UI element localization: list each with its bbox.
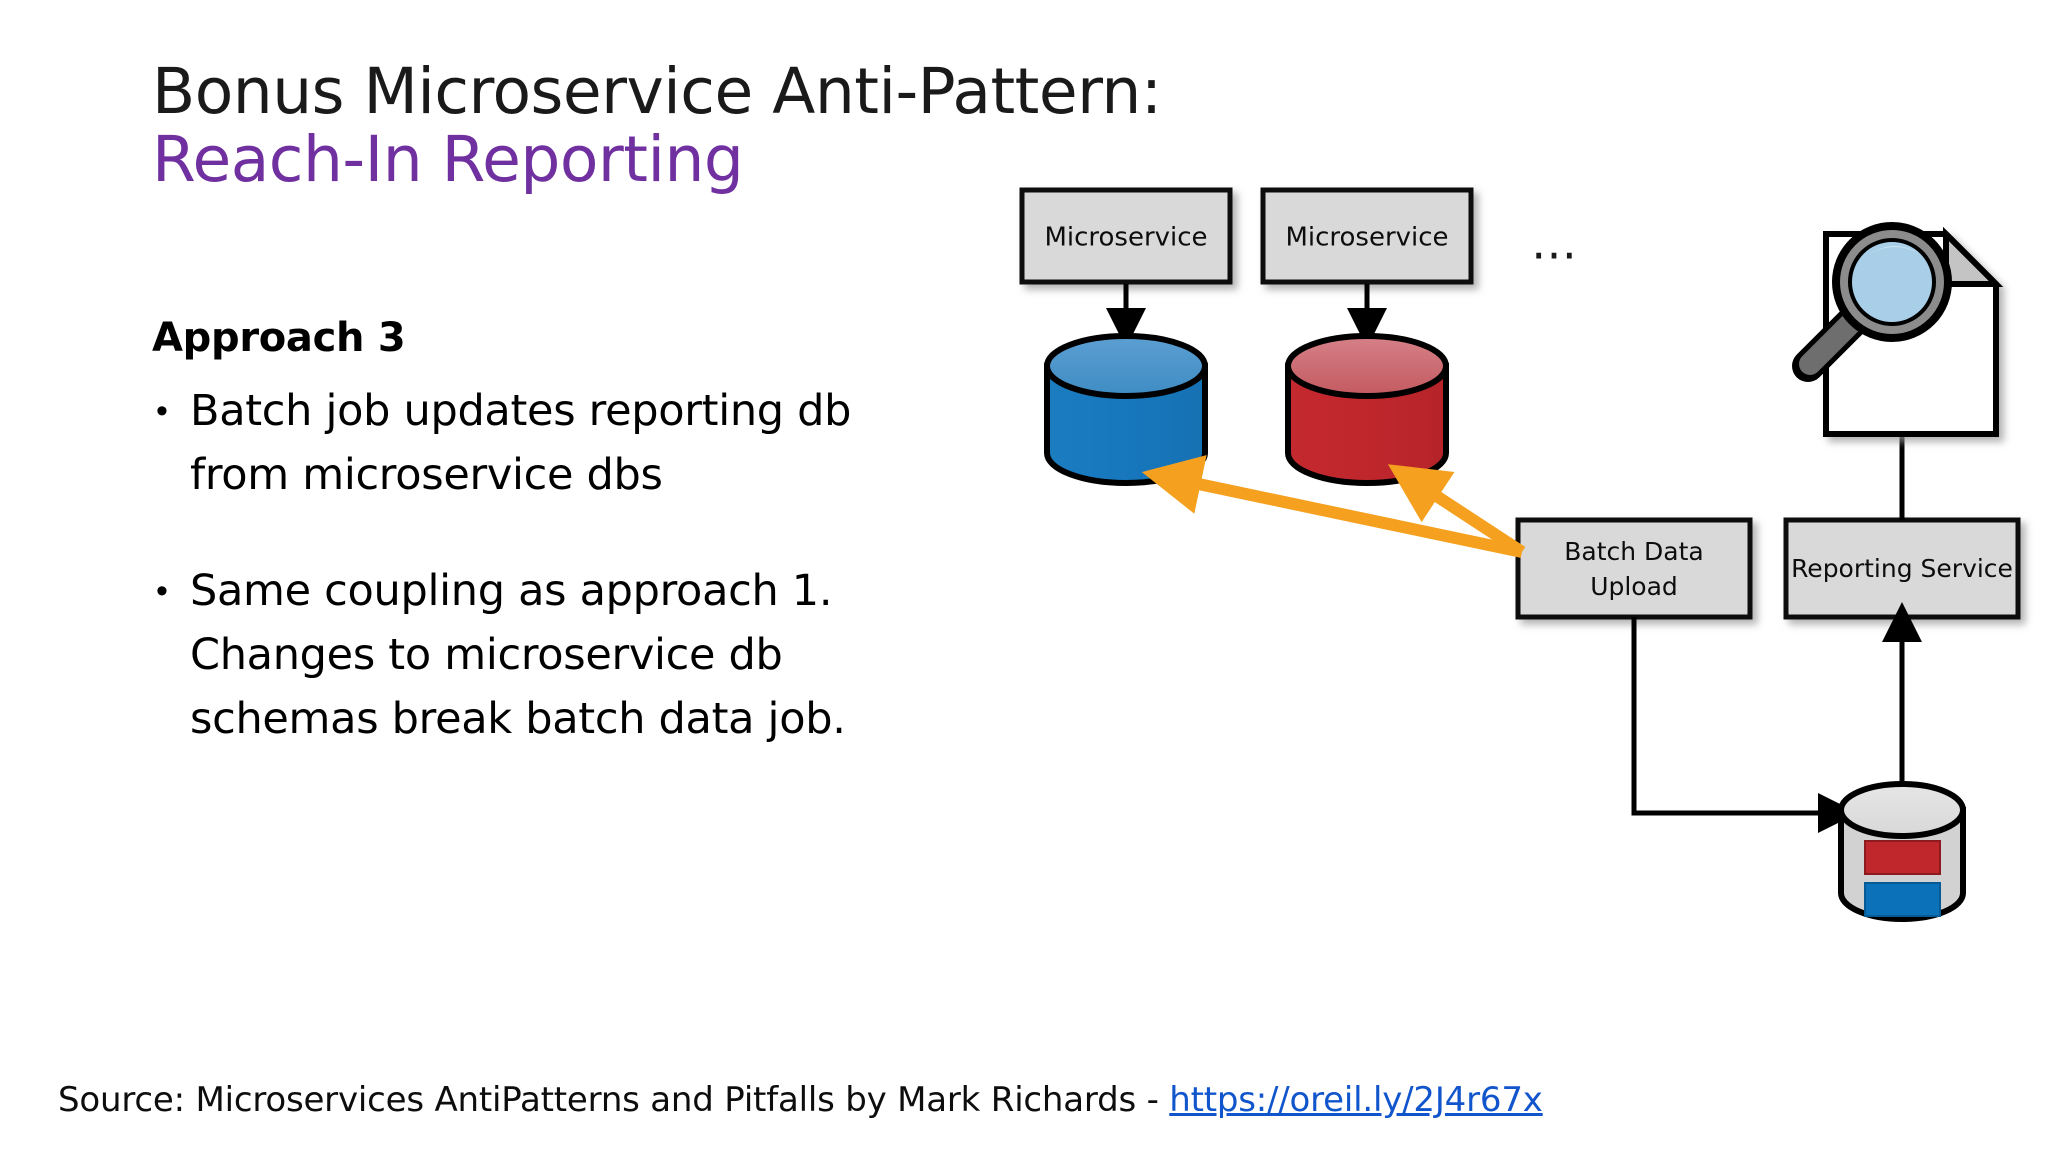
bullet-icon: • bbox=[156, 392, 168, 430]
reporting-database[interactable] bbox=[1838, 781, 1966, 922]
microservice-box-1-label: Microservice bbox=[1044, 223, 1207, 253]
batch-data-upload-box[interactable]: Batch Data Upload bbox=[1515, 517, 1753, 620]
microservice-box-1[interactable]: Microservice bbox=[1019, 187, 1233, 285]
arrow-batch-to-blue-db bbox=[1141, 455, 1524, 558]
list-item: • Same coupling as approach 1. Changes t… bbox=[152, 559, 952, 751]
arrow-batch-to-reporting-db bbox=[1631, 617, 1858, 833]
arrow-batch-to-red-db bbox=[1387, 464, 1526, 558]
report-bar-red bbox=[1864, 840, 1941, 875]
report-document-icon[interactable] bbox=[1792, 222, 2004, 437]
source-prefix-text: Source: Microservices AntiPatterns and P… bbox=[58, 1080, 1170, 1120]
batch-box-line1-label: Batch Data bbox=[1564, 537, 1704, 566]
page-title: Bonus Microservice Anti-Pattern: bbox=[152, 55, 1162, 128]
source-link[interactable]: https://oreil.ly/2J4r67x bbox=[1169, 1080, 1543, 1120]
ellipsis-label: … bbox=[1531, 216, 1581, 270]
document-fold-corner-icon bbox=[1943, 226, 2004, 287]
approach-heading: Approach 3 bbox=[152, 315, 406, 361]
bullet-text: Same coupling as approach 1. Changes to … bbox=[190, 566, 846, 744]
architecture-diagram: Microservice Microservice … Batch Data U… bbox=[1000, 180, 2048, 1010]
microservice-box-2-label: Microservice bbox=[1285, 223, 1448, 253]
magnifier-lens-icon bbox=[1848, 238, 1936, 326]
list-item: • Batch job updates reporting db from mi… bbox=[152, 379, 952, 507]
batch-box-line2-label: Upload bbox=[1590, 572, 1678, 601]
reporting-service-label: Reporting Service bbox=[1791, 554, 2013, 583]
microservice-box-2[interactable]: Microservice bbox=[1260, 187, 1474, 285]
report-bar-blue bbox=[1864, 882, 1941, 917]
page-subtitle: Reach-In Reporting bbox=[152, 123, 744, 197]
slide-title-block: Bonus Microservice Anti-Pattern: Reach-I… bbox=[152, 55, 1202, 197]
bullet-text: Batch job updates reporting db from micr… bbox=[190, 386, 852, 500]
bullet-icon: • bbox=[156, 572, 168, 610]
source-footer: Source: Microservices AntiPatterns and P… bbox=[58, 1080, 1543, 1120]
reporting-service-box[interactable]: Reporting Service bbox=[1783, 517, 2021, 620]
slide-body: Approach 3 • Batch job updates reporting… bbox=[152, 315, 952, 751]
microservice-database-red[interactable] bbox=[1285, 333, 1449, 486]
microservice-database-blue[interactable] bbox=[1044, 333, 1208, 486]
